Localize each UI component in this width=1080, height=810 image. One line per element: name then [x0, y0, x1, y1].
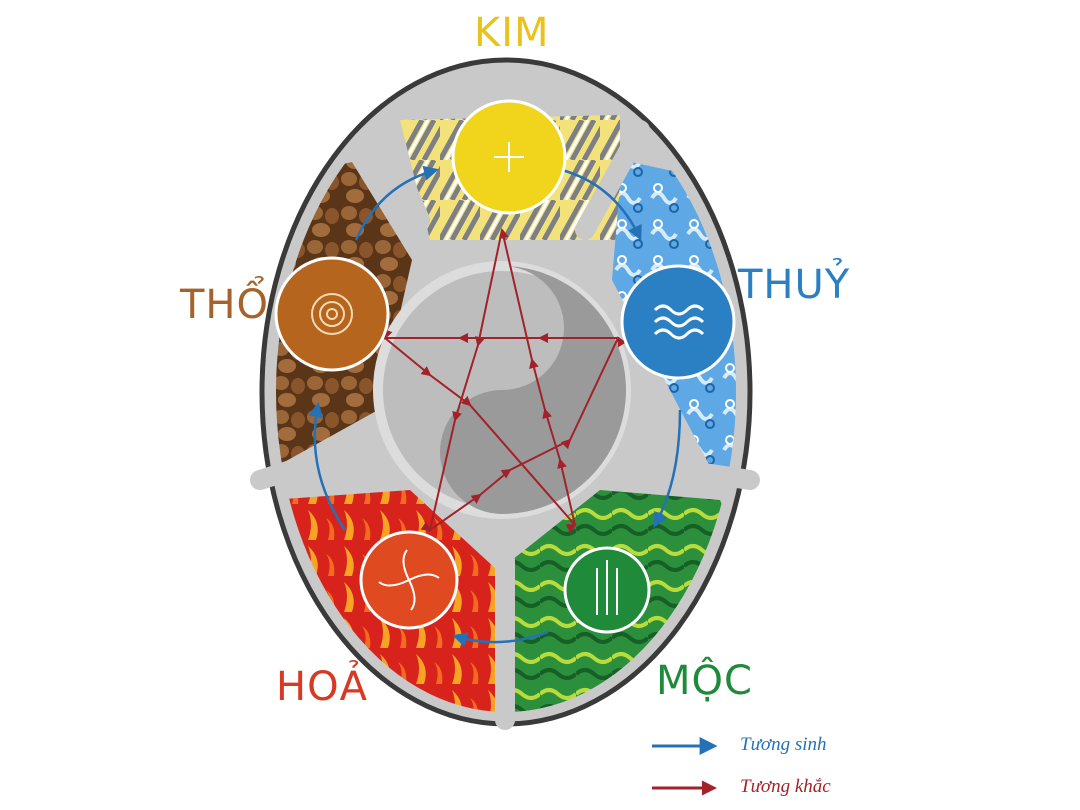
- tho-circle: [274, 256, 390, 372]
- tho-icon: [311, 293, 353, 335]
- label-tho: THỔ: [180, 282, 269, 328]
- label-kim: KIM: [474, 10, 550, 56]
- moc-icon: [596, 560, 618, 615]
- label-hoa: HOẢ: [276, 664, 368, 710]
- pentagram-khac: [382, 228, 627, 534]
- label-thuy: THUỶ: [738, 262, 851, 308]
- legend-khac-label: Tương khắc: [740, 776, 831, 797]
- thuy-icon: [653, 304, 705, 340]
- kim-icon: [494, 142, 524, 172]
- hoa-circle: [359, 530, 459, 630]
- kim-circle: [451, 99, 567, 215]
- label-moc: MỘC: [656, 658, 753, 704]
- hoa-icon: [378, 549, 440, 611]
- thuy-circle: [620, 264, 736, 380]
- legend-sinh-label: Tương sinh: [740, 734, 827, 755]
- segment-dividers: [250, 118, 760, 730]
- moc-circle: [563, 546, 651, 634]
- cycle-sinh: [308, 165, 682, 647]
